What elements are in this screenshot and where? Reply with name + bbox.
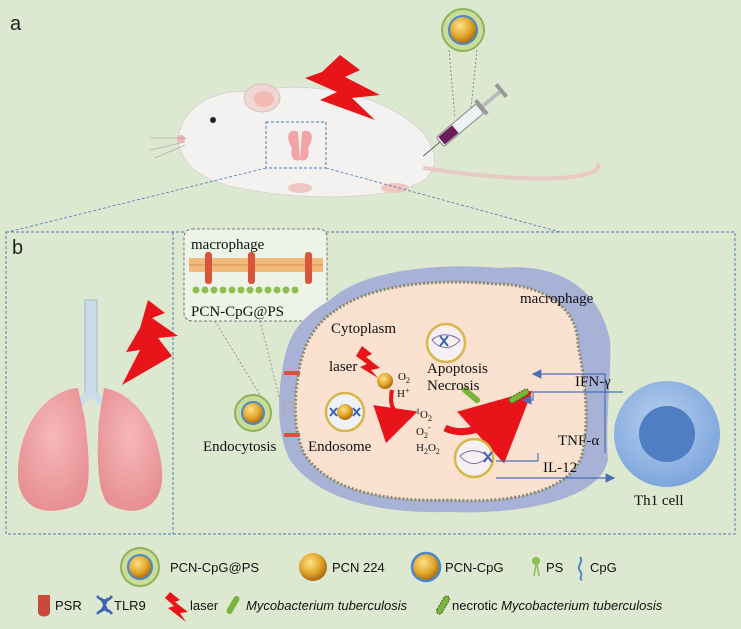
legend-label: PCN 224	[332, 560, 385, 575]
laser-bolt-icon	[122, 300, 178, 385]
laser-bolt-icon	[356, 346, 380, 378]
legend-item-psr: PSR	[38, 595, 82, 617]
legend-label: Mycobacterium tuberculosis	[246, 598, 408, 613]
singlet-oxygen-label: 1O2	[416, 407, 432, 423]
legend-item-pcn-cpg: PCN-CpG	[410, 551, 504, 583]
zoom-line-left	[7, 167, 267, 233]
pcn-cpg-ps-particle	[234, 394, 272, 432]
necrotic-mycobacterium-icon	[436, 595, 450, 615]
panel-a-label: a	[10, 13, 22, 35]
legend-item-laser: laser	[165, 592, 219, 622]
legend: PCN-CpG@PS PCN 224 PCN-CpG PS CpG PSR	[38, 547, 663, 622]
o2-label: O2	[398, 371, 410, 385]
legend-label: PCN-CpG@PS	[170, 560, 259, 575]
tnf-arrow	[531, 369, 606, 453]
apoptosis-label: Apoptosis	[427, 361, 488, 377]
mouse-illustration	[149, 83, 601, 198]
necrosis-label: Necrosis	[427, 378, 480, 394]
membrane-receptors	[283, 371, 300, 437]
legend-item-ps: PS	[532, 557, 564, 577]
red-arrow-small	[373, 389, 418, 444]
th1-cell	[614, 381, 720, 487]
legend-label: CpG	[590, 560, 617, 575]
tnf-label: TNF-α	[558, 433, 599, 449]
mycobacterium	[461, 386, 481, 404]
il12-label: IL-12	[543, 460, 577, 476]
membrane-inset: macrophage PCN-CpG@PS	[183, 228, 328, 409]
ifn-arrow	[521, 391, 623, 405]
pcn224-icon	[299, 553, 327, 581]
legend-label: PSR	[55, 598, 82, 613]
panel-b-frame	[5, 231, 736, 535]
legend-item-pcn224: PCN 224	[299, 553, 385, 581]
laser-bolt-icon	[165, 592, 188, 622]
endosome-bottom	[453, 437, 495, 479]
h2o2-label: H2O2	[416, 442, 440, 456]
necrotic-mycobacterium	[508, 388, 530, 404]
legend-item-pcn-cpg-ps: PCN-CpG@PS	[120, 547, 259, 587]
legend-item-necrotic-mtb: necrotic Mycobacterium tuberculosis	[436, 595, 663, 615]
legend-item-mtb: Mycobacterium tuberculosis	[226, 595, 408, 615]
nanoparticle-top	[441, 8, 485, 119]
endosome-particle	[324, 391, 366, 433]
ifn-label: IFN-γ	[575, 374, 611, 390]
lungs-illustration	[17, 299, 163, 511]
legend-label: PCN-CpG	[445, 560, 504, 575]
macrophage-label: macrophage	[520, 291, 594, 307]
laser-bolt-icon	[305, 55, 380, 120]
legend-label: TLR9	[114, 598, 146, 613]
inset-pcn-label: PCN-CpG@PS	[191, 304, 284, 320]
panel-b-label: b	[12, 237, 23, 259]
h-plus-label: H+	[397, 386, 410, 400]
inset-macrophage-label: macrophage	[191, 237, 265, 253]
legend-label: PS	[546, 560, 564, 575]
legend-label: laser	[190, 598, 219, 613]
ps-icon	[532, 557, 540, 577]
endocytosis-label: Endocytosis	[203, 439, 276, 455]
zoom-line-right	[325, 167, 561, 233]
laser-label: laser	[329, 359, 357, 375]
endosome-label: Endosome	[308, 439, 372, 455]
cytoplasm-label: Cytoplasm	[331, 321, 396, 337]
superoxide-label: O2-	[416, 423, 431, 440]
cpg-icon	[577, 556, 583, 581]
th1-label: Th1 cell	[634, 493, 684, 509]
legend-item-tlr9: TLR9	[96, 595, 146, 615]
endosome-top	[425, 322, 467, 364]
pcn224-particle	[377, 373, 393, 389]
tlr9-icon	[96, 595, 114, 615]
legend-label: necrotic Mycobacterium tuberculosis	[452, 598, 663, 613]
pcn-cpg-icon	[410, 551, 442, 583]
psr-icon	[38, 595, 50, 617]
mycobacterium-icon	[226, 595, 240, 615]
red-arrow-big	[443, 390, 533, 464]
legend-item-cpg: CpG	[577, 556, 617, 581]
syringe-icon	[422, 83, 508, 157]
